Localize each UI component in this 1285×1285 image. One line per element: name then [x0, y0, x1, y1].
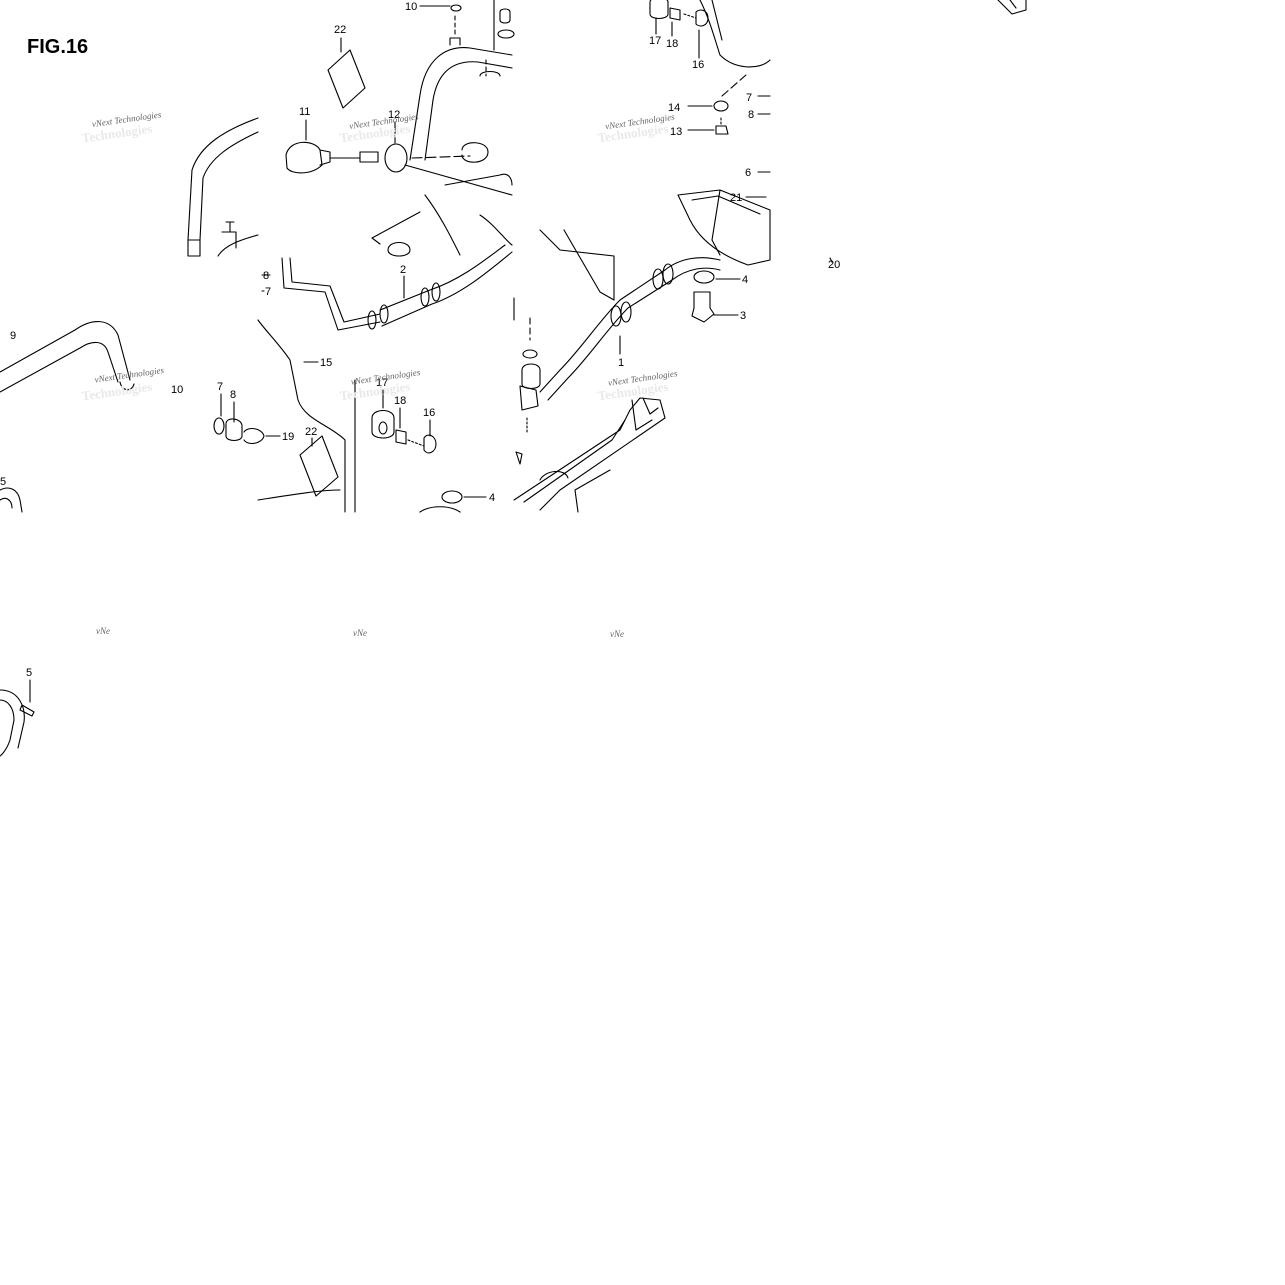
part-label-13: 13: [670, 126, 682, 138]
part-label-9: 9: [10, 330, 16, 342]
part-label-7: 7: [217, 381, 223, 393]
part-label-22: 22: [334, 24, 346, 36]
tile-middle-top: [261, 0, 515, 331]
watermark: Technologies vNext Technologies: [597, 368, 679, 403]
part-label-16: 16: [692, 59, 704, 71]
tile-left-top: [187, 117, 259, 257]
watermark-cut: vNe: [610, 629, 624, 639]
part-label-8: 8: [748, 109, 754, 121]
watermark-cut: vNe: [96, 626, 110, 636]
part-label-7: 7: [746, 92, 752, 104]
watermark: Technologies vNext Technologies: [81, 109, 163, 145]
svg-text:Technologies: Technologies: [81, 379, 153, 404]
tile-left-bottom: [0, 321, 135, 513]
part-label-5: 5: [26, 667, 32, 679]
watermark-cut: vNe: [353, 628, 367, 638]
part-label-19: 19: [282, 431, 294, 443]
part-label-18: 18: [666, 38, 678, 50]
watermark: Technologies vNext Technologies: [81, 365, 165, 404]
part-label-12: 12: [388, 109, 400, 121]
part-label-10: 10: [405, 1, 417, 13]
tile-right-top: [513, 0, 833, 465]
part-label-21: 21: [730, 192, 742, 204]
part-labels: 1 2 3 4 4 5 5 6 7 7 7 8 8 8 9 10 10 11 1…: [0, 1, 840, 679]
part-label-3: 3: [740, 310, 746, 322]
part-label-5: 5: [0, 476, 6, 488]
part-label-10: 10: [171, 384, 183, 396]
part-label-4: 4: [742, 274, 748, 286]
tile-middle-bottom: [213, 319, 487, 513]
part-label-14: 14: [668, 102, 680, 114]
part-label-16: 16: [423, 407, 435, 419]
part-label-20: 20: [828, 259, 840, 271]
part-label-8: 8: [263, 270, 269, 282]
part-label-6: 6: [745, 167, 751, 179]
watermark: Technologies vNext Technologies: [597, 112, 676, 146]
watermark: Technologies vNext Technologies: [339, 111, 420, 145]
part-label-4: 4: [489, 492, 495, 504]
part-label-7: 7: [265, 286, 271, 298]
part-label-2: 2: [400, 264, 406, 276]
watermarks: Technologies vNext Technologies Technolo…: [81, 109, 679, 639]
figure-title: FIG.16: [27, 36, 89, 58]
part-label-17: 17: [376, 377, 388, 389]
part-label-15: 15: [320, 357, 332, 369]
fragment-top-right: [997, 0, 1027, 15]
part-label-11: 11: [299, 106, 310, 118]
part-label-8: 8: [230, 389, 236, 401]
tile-right-bottom: [513, 397, 666, 513]
part-label-22: 22: [305, 426, 317, 438]
part-label-17: 17: [649, 35, 661, 47]
part-label-18: 18: [394, 395, 406, 407]
watermark: Technologies vNext Technologies: [339, 367, 422, 403]
fragment-lower-left: [0, 679, 35, 757]
part-label-1: 1: [618, 357, 624, 369]
